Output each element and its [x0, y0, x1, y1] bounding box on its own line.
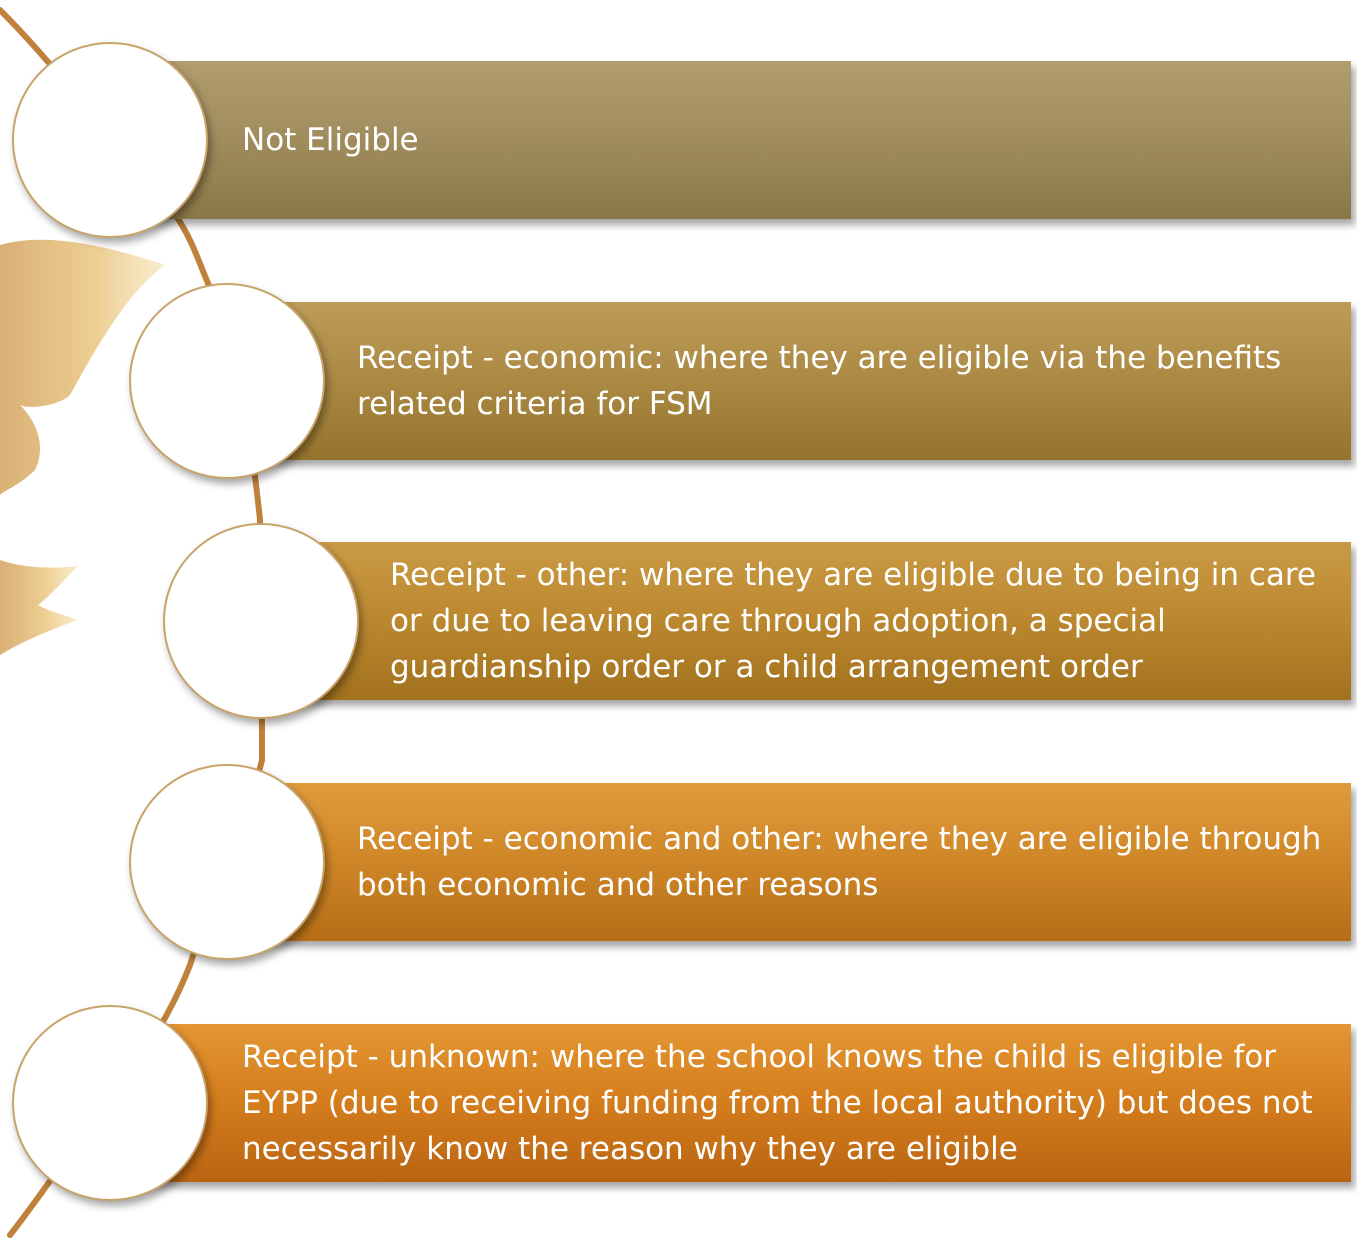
level-text-1: Not Eligible — [242, 122, 419, 158]
leaf-decoration-top — [0, 239, 165, 495]
level-bar-4: Receipt - economic and other: where they… — [232, 783, 1351, 941]
level-text-3: Receipt - other: where they are eligible… — [390, 557, 1317, 685]
level-bar-5: Receipt - unknown: where the school know… — [132, 1024, 1351, 1182]
level-circle-4 — [129, 764, 325, 960]
leaf-decoration-bottom — [0, 560, 78, 655]
level-text-5: Receipt - unknown: where the school know… — [242, 1039, 1313, 1167]
level-circle-3 — [163, 523, 359, 719]
level-circle-5 — [12, 1005, 208, 1201]
level-bar-2: Receipt - economic: where they are eligi… — [232, 302, 1351, 460]
level-circle-1 — [12, 42, 208, 238]
level-text-4: Receipt - economic and other: where they… — [357, 821, 1322, 903]
level-bar-1: Not Eligible — [132, 61, 1351, 219]
level-circle-2 — [129, 283, 325, 479]
level-text-2: Receipt - economic: where they are eligi… — [357, 340, 1282, 422]
level-bar-3: Receipt - other: where they are eligible… — [270, 542, 1351, 700]
